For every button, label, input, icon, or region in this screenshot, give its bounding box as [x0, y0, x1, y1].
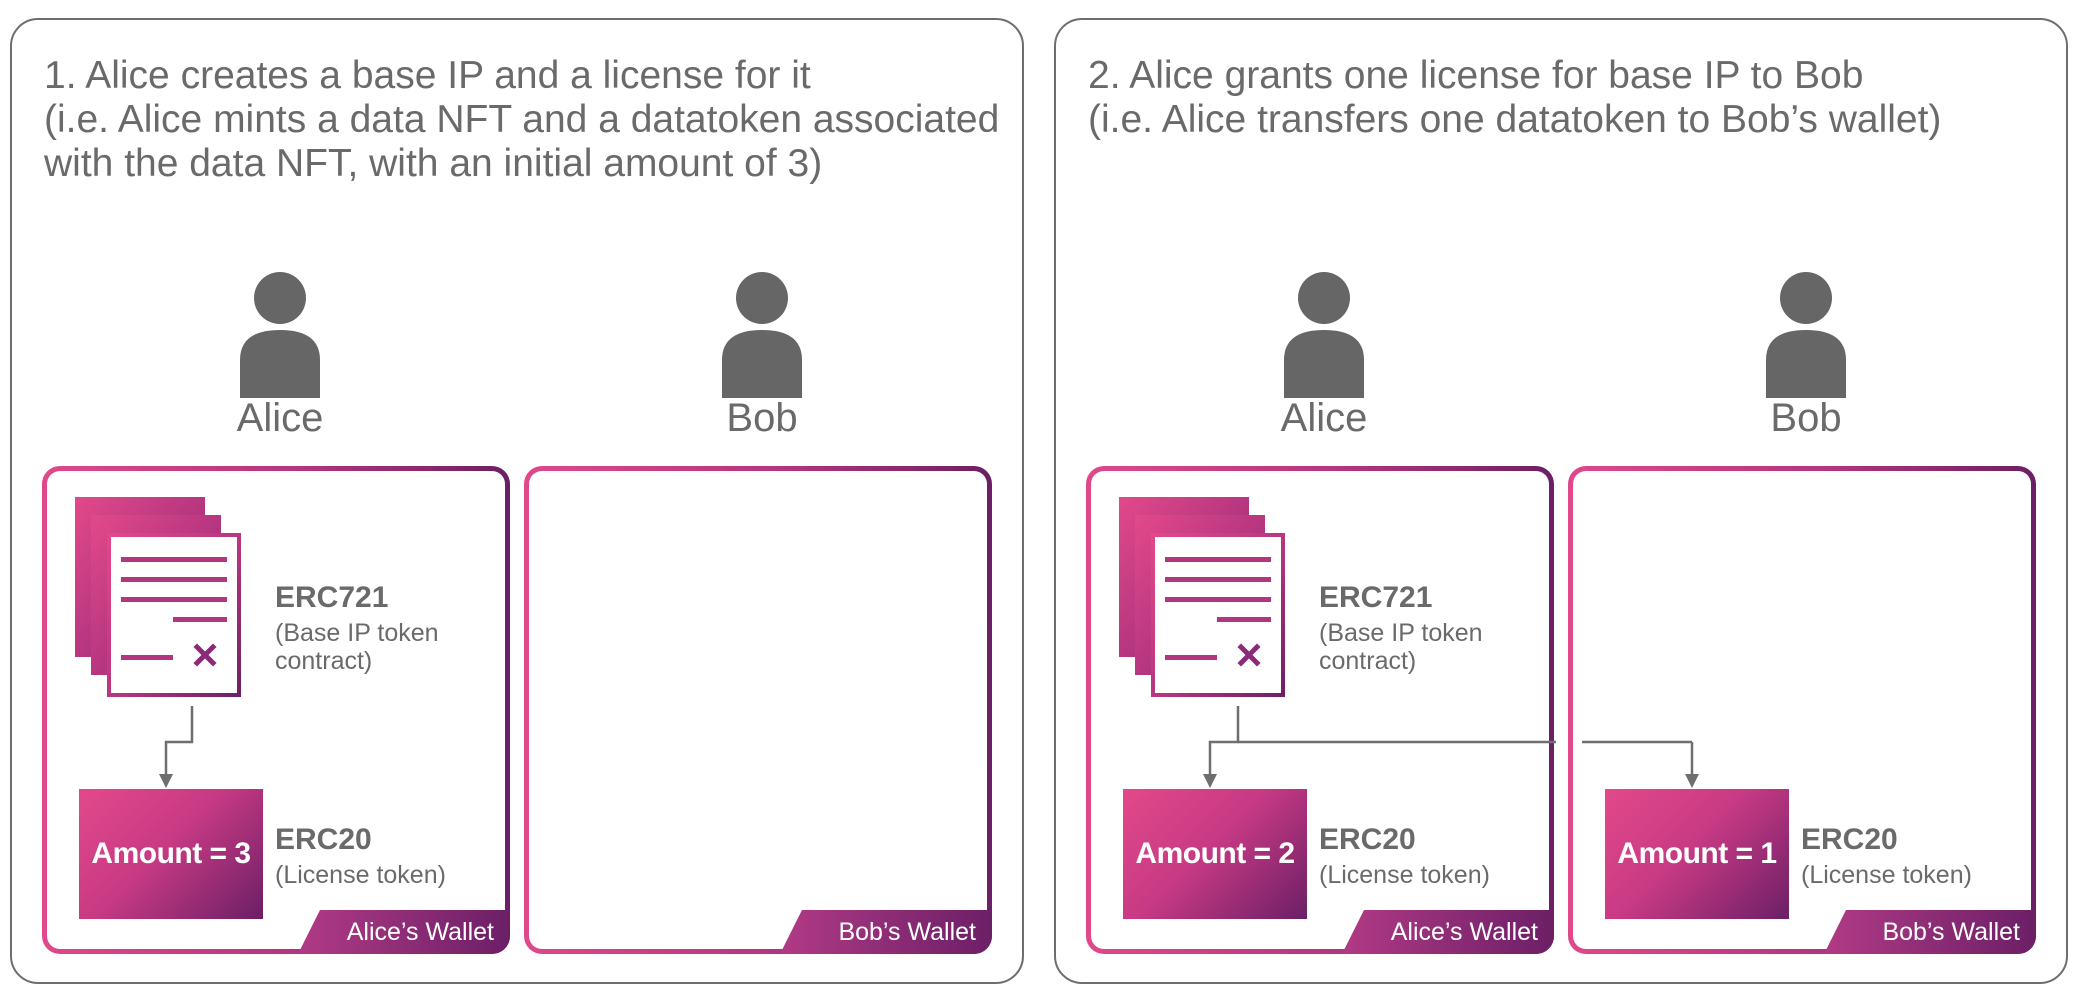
person-name-alice: Alice [1280, 396, 1368, 440]
person-icon [1284, 272, 1364, 398]
nft-name: ERC721 [275, 581, 389, 614]
amount-box: Amount = 1 [1605, 789, 1789, 919]
person-icon [722, 272, 802, 398]
person-name-bob: Bob [1770, 396, 1842, 440]
person-icon [240, 272, 320, 398]
alice-wallet: ERC721 (Base IP token contract) Amount =… [1086, 466, 1554, 954]
bob-wallet: Amount = 1 ERC20 (License token) Bob’s W… [1568, 466, 2036, 954]
wallet-label: Alice’s Wallet [1342, 910, 1554, 954]
nft-name: ERC721 [1319, 581, 1433, 614]
x-mark-icon [1237, 643, 1261, 667]
connector-arrow [159, 706, 194, 788]
amount-box: Amount = 2 [1123, 789, 1307, 919]
person-icon [1766, 272, 1846, 398]
panel-2: 2. Alice grants one license for base IP … [1054, 18, 2068, 984]
wallet-label: Bob’s Wallet [780, 910, 992, 954]
alice-wallet: ERC721 (Base IP token contract) Amount =… [42, 466, 510, 954]
token-description: (License token) [1801, 861, 1972, 889]
contract-document-icon [1119, 497, 1285, 697]
token-description: (License token) [1319, 861, 1490, 889]
amount-box: Amount = 3 [79, 789, 263, 919]
bob-wallet: Bob’s Wallet [524, 466, 992, 954]
token-description: (License token) [275, 861, 446, 889]
person-name-alice: Alice [236, 396, 324, 440]
nft-description: (Base IP token contract) [1319, 619, 1483, 675]
panel-title: 2. Alice grants one license for base IP … [1088, 54, 1942, 141]
nft-description: (Base IP token contract) [275, 619, 439, 675]
contract-document-icon [75, 497, 241, 697]
person-name-bob: Bob [726, 396, 798, 440]
token-name: ERC20 [1801, 823, 1898, 856]
token-name: ERC20 [1319, 823, 1416, 856]
panel-title: 1. Alice creates a base IP and a license… [44, 54, 1000, 185]
panel-1: 1. Alice creates a base IP and a license… [10, 18, 1024, 984]
wallet-label: Bob’s Wallet [1824, 910, 2036, 954]
token-name: ERC20 [275, 823, 372, 856]
transfer-connector [1203, 706, 1699, 788]
wallet-label: Alice’s Wallet [298, 910, 510, 954]
x-mark-icon [193, 643, 217, 667]
